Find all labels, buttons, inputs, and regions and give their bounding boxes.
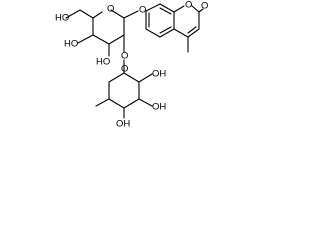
bond <box>138 98 153 107</box>
atom-label-ho-c3: HO <box>96 57 110 68</box>
atom-label-glycosidic-o: O <box>139 5 146 16</box>
lower-sugar-ring <box>95 59 153 119</box>
bond <box>79 9 94 19</box>
bond <box>173 5 185 13</box>
bond <box>187 26 197 34</box>
chemical-structure: HO HO HO O O O O O O OH OH OH <box>55 0 208 130</box>
bond <box>198 8 204 13</box>
bond <box>108 34 125 45</box>
atom-label-ho-ch2: HO <box>55 13 69 24</box>
bond <box>123 72 140 83</box>
bond <box>92 11 103 19</box>
atom-label-carbonyl-o: O <box>201 1 208 12</box>
bond <box>123 98 140 109</box>
bond <box>65 9 81 19</box>
bond <box>173 28 189 38</box>
bond <box>108 98 125 109</box>
bond <box>191 5 200 13</box>
coumarin-core <box>145 3 204 53</box>
bond <box>138 73 153 83</box>
bond <box>159 28 175 38</box>
atom-label-ring-o-upper: O <box>107 4 114 15</box>
bond <box>187 28 200 38</box>
atom-label-oh-a: OH <box>152 69 166 80</box>
bond <box>159 7 172 15</box>
bond <box>159 3 175 13</box>
upper-sugar-ring <box>65 9 139 57</box>
atom-label-coumarin-ring-o: O <box>185 0 192 11</box>
bond <box>123 10 139 19</box>
atom-label-oh-b: OH <box>152 102 166 113</box>
bond <box>110 9 125 19</box>
bond <box>145 3 161 12</box>
bond <box>145 28 161 38</box>
atom-label-ring-o-lower: O <box>121 64 128 75</box>
atom-label-oh-c: OH <box>116 119 130 130</box>
bond <box>95 98 110 107</box>
atom-label-ho-c4: HO <box>64 39 78 50</box>
bond <box>92 34 110 45</box>
atom-label-linkage-o: O <box>121 51 128 62</box>
bond <box>159 26 172 34</box>
bond <box>108 72 125 83</box>
bond <box>77 34 94 44</box>
